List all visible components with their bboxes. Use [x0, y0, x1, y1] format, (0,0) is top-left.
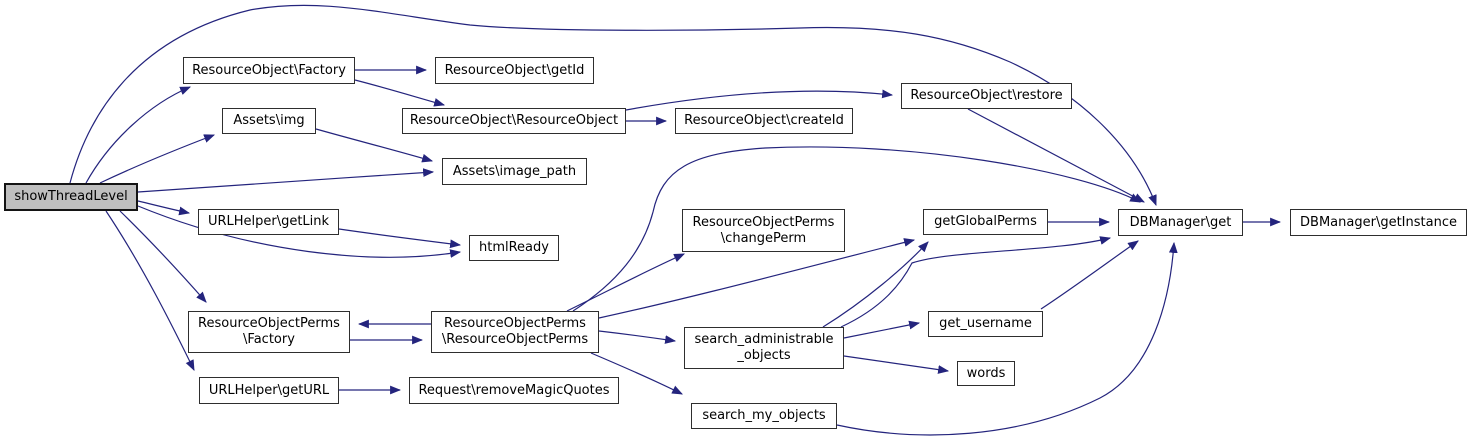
graph-node-label: DBManager\getInstance — [1300, 214, 1457, 230]
graph-node-label: search_my_objects — [702, 408, 826, 424]
graph-node-url-getlink[interactable]: URLHelper\getLink — [198, 209, 339, 235]
edge-ro-resourceobject-to-ro-restore — [625, 89, 894, 111]
graph-node-assets-image-path[interactable]: Assets\image_path — [442, 158, 587, 185]
edge-show-thread-level-to-assets-image-path — [137, 168, 435, 193]
graph-node-url-geturl[interactable]: URLHelper\getURL — [199, 377, 339, 404]
graph-node-label: htmlReady — [479, 240, 549, 256]
graph-node-rop-changeperm[interactable]: ResourceObjectPerms \changePerm — [682, 209, 845, 252]
edge-search-my-objects-to-dbm-get — [836, 241, 1178, 436]
edge-show-thread-level-to-url-geturl — [105, 210, 195, 371]
edge-search-administrable-objects-to-get-username — [843, 320, 921, 339]
edge-ro-factory-to-ro-resourceobject — [354, 79, 446, 107]
graph-node-rop-resourceobjectperms[interactable]: ResourceObjectPerms \ResourceObjectPerms — [431, 311, 599, 353]
graph-node-html-ready[interactable]: htmlReady — [469, 235, 559, 261]
graph-node-ro-createid[interactable]: ResourceObject\createId — [675, 108, 853, 134]
edge-search-administrable-objects-to-get-global-perms — [822, 241, 929, 328]
edge-rop-resourceobjectperms-to-search-administrable-objects — [598, 330, 677, 344]
graph-node-label: URLHelper\getURL — [208, 382, 330, 398]
edge-rop-resourceobjectperms-to-dbm-get — [572, 146, 1141, 312]
graph-node-label: Request\removeMagicQuotes — [418, 382, 610, 398]
graph-node-request-removemagicquotes[interactable]: Request\removeMagicQuotes — [409, 377, 619, 404]
graph-node-label: showThreadLevel — [14, 189, 128, 205]
graph-node-label: ResourceObjectPerms \changePerm — [692, 214, 835, 246]
graph-node-assets-img[interactable]: Assets\img — [222, 108, 316, 134]
graph-node-search-my-objects[interactable]: search_my_objects — [691, 403, 837, 429]
graph-node-label: get_username — [939, 316, 1032, 332]
graph-node-label: Assets\img — [233, 113, 305, 129]
graph-node-dbm-getinstance[interactable]: DBManager\getInstance — [1290, 209, 1467, 236]
graph-node-label: getGlobalPerms — [934, 214, 1037, 230]
graph-node-dbm-get[interactable]: DBManager\get — [1118, 209, 1243, 236]
graph-node-label: ResourceObject\Factory — [192, 62, 346, 78]
edge-show-thread-level-to-dbm-get — [69, 4, 1157, 207]
graph-node-label: ResourceObject\createId — [684, 113, 844, 129]
graph-node-label: Assets\image_path — [452, 163, 577, 179]
graph-node-label: ResourceObject\restore — [910, 88, 1063, 104]
graph-node-label: words — [966, 365, 1006, 381]
edge-rop-resourceobjectperms-to-rop-changeperm — [566, 253, 686, 312]
graph-node-label: ResourceObject\ResourceObject — [409, 113, 619, 129]
graph-node-label: URLHelper\getLink — [207, 214, 330, 230]
graph-node-show-thread-level[interactable]: showThreadLevel — [4, 183, 138, 211]
graph-node-label: search_administrable _objects — [694, 332, 834, 363]
edge-url-getlink-to-html-ready — [338, 228, 462, 249]
edge-show-thread-level-to-rop-factory — [119, 210, 207, 303]
graph-node-search-administrable-objects[interactable]: search_administrable _objects — [684, 327, 844, 369]
graph-node-label: DBManager\get — [1129, 214, 1232, 230]
edge-ro-restore-to-dbm-get — [967, 108, 1145, 203]
edge-show-thread-level-to-assets-img — [99, 134, 216, 184]
graph-node-ro-resourceobject[interactable]: ResourceObject\ResourceObject — [402, 108, 626, 134]
graph-node-label: ResourceObjectPerms \ResourceObjectPerms — [441, 316, 589, 347]
edge-get-username-to-dbm-get — [1040, 240, 1139, 310]
graph-node-label: ResourceObjectPerms \Factory — [198, 316, 340, 347]
graph-node-ro-getid[interactable]: ResourceObject\getId — [435, 57, 594, 84]
edge-rop-resourceobjectperms-to-get-global-perms — [598, 238, 916, 319]
graph-node-label: ResourceObject\getId — [444, 62, 585, 78]
graph-node-ro-restore[interactable]: ResourceObject\restore — [901, 83, 1072, 109]
graph-node-rop-factory[interactable]: ResourceObjectPerms \Factory — [188, 311, 350, 353]
edge-show-thread-level-to-ro-factory — [85, 86, 192, 184]
graph-node-words[interactable]: words — [957, 361, 1015, 386]
edge-show-thread-level-to-html-ready — [137, 205, 462, 258]
edge-search-administrable-objects-to-dbm-get — [840, 236, 1112, 328]
edge-assets-img-to-assets-image-path — [315, 128, 434, 163]
graph-node-get-global-perms[interactable]: getGlobalPerms — [923, 209, 1048, 235]
edge-rop-resourceobjectperms-to-search-my-objects — [590, 352, 683, 395]
edge-search-administrable-objects-to-words — [843, 355, 950, 374]
graph-node-get-username[interactable]: get_username — [928, 311, 1043, 337]
graph-node-ro-factory[interactable]: ResourceObject\Factory — [183, 57, 355, 84]
edge-show-thread-level-to-url-getlink — [137, 200, 191, 216]
